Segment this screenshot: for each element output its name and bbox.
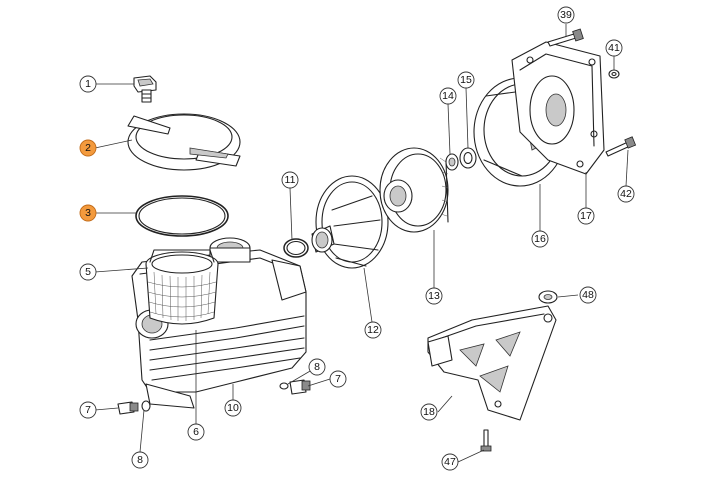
callout-6: 6 bbox=[187, 423, 205, 441]
callout-circle bbox=[329, 370, 347, 388]
callout-circle bbox=[605, 39, 623, 57]
callout-12: 12 bbox=[364, 321, 382, 339]
callout-label: 3 bbox=[85, 207, 91, 219]
callout-3: 3 bbox=[79, 204, 97, 222]
callout-circle bbox=[617, 185, 635, 203]
callout-18: 18 bbox=[420, 403, 438, 421]
callout-39: 39 bbox=[557, 6, 575, 24]
callout-label: 15 bbox=[460, 74, 472, 86]
callout-circle-highlighted bbox=[79, 139, 97, 157]
callout-42: 42 bbox=[617, 185, 635, 203]
callout-circle bbox=[131, 451, 149, 469]
callout-label: 18 bbox=[423, 406, 435, 418]
callout-label: 8 bbox=[137, 454, 143, 466]
callout-11: 11 bbox=[281, 171, 299, 189]
callout-label: 7 bbox=[335, 373, 341, 385]
callout-2: 2 bbox=[79, 139, 97, 157]
callout-label: 47 bbox=[444, 456, 456, 468]
callout-circle bbox=[557, 6, 575, 24]
callout-15: 15 bbox=[457, 71, 475, 89]
callout-16: 16 bbox=[531, 230, 549, 248]
callout-circle bbox=[531, 230, 549, 248]
callout-label: 12 bbox=[367, 324, 379, 336]
callout-circle bbox=[425, 287, 443, 305]
callout-13: 13 bbox=[425, 287, 443, 305]
callout-7b: 7 bbox=[329, 370, 347, 388]
callout-circle bbox=[579, 286, 597, 304]
part-bolt-39 bbox=[547, 28, 584, 47]
callout-circle bbox=[457, 71, 475, 89]
callout-47: 47 bbox=[441, 453, 459, 471]
part-washer-48 bbox=[538, 290, 558, 304]
part-motor-adapter bbox=[511, 41, 605, 175]
callout-label: 17 bbox=[580, 210, 592, 222]
callout-circle bbox=[441, 453, 459, 471]
callout-48: 48 bbox=[579, 286, 597, 304]
callout-label: 5 bbox=[85, 266, 91, 278]
callout-circle bbox=[79, 75, 97, 93]
callout-label: 42 bbox=[620, 188, 632, 200]
callout-circle-highlighted bbox=[79, 204, 97, 222]
callout-circle bbox=[79, 263, 97, 281]
callout-label: 11 bbox=[285, 174, 296, 186]
callout-10: 10 bbox=[224, 399, 242, 417]
callout-label: 13 bbox=[428, 290, 440, 302]
part-washer-41 bbox=[608, 69, 620, 79]
part-screw-47 bbox=[480, 429, 492, 452]
part-impeller bbox=[379, 147, 449, 233]
callout-label: 16 bbox=[534, 233, 546, 245]
part-pump-housing bbox=[131, 237, 307, 409]
callout-label: 14 bbox=[442, 90, 454, 102]
part-seal-14 bbox=[445, 153, 459, 171]
part-lid-knob bbox=[133, 75, 157, 103]
callout-label: 39 bbox=[560, 9, 572, 21]
part-strainer-lid bbox=[127, 113, 241, 171]
callout-circle bbox=[281, 171, 299, 189]
callout-8a: 8 bbox=[131, 451, 149, 469]
callout-17: 17 bbox=[577, 207, 595, 225]
part-motor-support bbox=[427, 305, 557, 421]
callout-circle bbox=[364, 321, 382, 339]
part-o-ring-11 bbox=[283, 238, 309, 258]
callout-label: 7 bbox=[85, 404, 91, 416]
callout-8b: 8 bbox=[308, 358, 326, 376]
callout-1: 1 bbox=[79, 75, 97, 93]
callout-label: 6 bbox=[193, 426, 199, 438]
callout-circle bbox=[79, 401, 97, 419]
callout-14: 14 bbox=[439, 87, 457, 105]
part-drain-plug-right bbox=[279, 379, 311, 395]
callout-41: 41 bbox=[605, 39, 623, 57]
callout-circle bbox=[420, 403, 438, 421]
callout-circle bbox=[308, 358, 326, 376]
part-diffuser bbox=[311, 175, 389, 269]
callout-label: 2 bbox=[85, 142, 91, 154]
callout-5: 5 bbox=[79, 263, 97, 281]
callout-7a: 7 bbox=[79, 401, 97, 419]
part-drain-plug-left bbox=[117, 400, 151, 415]
callout-circle bbox=[577, 207, 595, 225]
part-bolt-42 bbox=[605, 136, 637, 157]
callout-circle bbox=[187, 423, 205, 441]
callout-label: 1 bbox=[85, 78, 91, 90]
callout-circle bbox=[224, 399, 242, 417]
callouts: 1 2 3 5 6 7 7 8 8 10 11 12 13 14 15 16 1… bbox=[79, 6, 635, 471]
callout-label: 10 bbox=[227, 402, 239, 414]
callout-label: 48 bbox=[582, 289, 594, 301]
callout-circle bbox=[439, 87, 457, 105]
part-seal-15 bbox=[459, 147, 477, 169]
callout-label: 8 bbox=[314, 361, 320, 373]
callout-label: 41 bbox=[608, 42, 620, 54]
part-lid-o-ring bbox=[135, 195, 229, 237]
